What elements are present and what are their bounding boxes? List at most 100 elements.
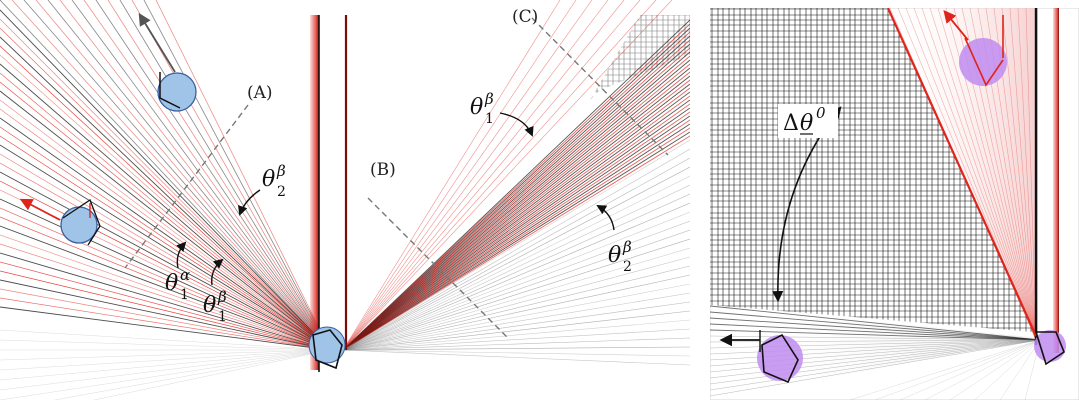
theta2-beta-upper-sub: 2 [277,184,286,200]
gray-ray [710,329,1041,341]
right-ray [342,139,690,351]
pink-ray [929,8,1037,341]
right-ray [342,349,690,357]
left-ray [0,36,331,351]
right-ray [342,211,690,351]
left-ray [131,0,331,351]
gray-ray [710,339,1041,397]
left-ray [0,108,331,351]
gray-ray [710,317,1041,341]
gray-ray [710,323,1041,341]
left-ray [47,0,331,351]
right-ray [342,115,690,351]
upper-left-particle [138,12,197,112]
pink-ray [1025,8,1037,341]
right-ray [342,107,690,351]
gray-ray [949,339,1041,400]
right-ray [342,31,690,351]
left-ray [0,63,331,351]
left-ray [0,0,331,351]
theta1-alpha-sub: 1 [180,287,189,303]
label-a: (A) [247,83,273,103]
left-panel: (A) (B) (C) θ β 2 θ α 1 θ β 1 θ β [0,0,690,400]
pink-ray [1009,8,1037,341]
right-ray [342,0,577,351]
left-ray [0,329,331,351]
left-ray [0,135,331,351]
left-ray [0,18,331,351]
theta1-beta-lower-sub: 1 [218,309,227,325]
left-ray [93,349,331,400]
right-ray [342,292,690,351]
right-ray [342,75,690,351]
left-ray [0,144,331,351]
right-panel: Δ θ 0 [710,8,1079,400]
theta2-beta-right-sub: 2 [623,259,632,275]
apex-polygon [312,329,343,370]
left-ray [0,9,331,351]
right-ray [342,319,690,351]
red-boundary-ray [886,8,1038,337]
right-ray [342,202,690,351]
pink-ray [937,8,1037,341]
right-ray [342,91,690,351]
left-ray [0,153,331,351]
left-ray [0,54,331,351]
theta1-beta-right-sub: 1 [485,111,494,127]
left-ray [0,27,331,351]
left-ray [0,288,331,351]
right-panel-red-wall [1053,8,1059,353]
left-ray [0,243,331,351]
apex-right-polygon [1034,331,1065,366]
left-ray [0,45,331,351]
theta1-beta-right-symbol: θ [470,95,483,120]
top-purple-particle [943,10,1007,87]
left-ray [83,0,331,351]
gray-ray [710,311,1041,341]
right-ray [342,274,690,351]
left-ray [119,0,331,351]
left-ray [0,349,331,361]
right-ray [342,55,690,351]
gray-ray [849,339,1041,400]
left-ray [143,0,331,351]
left-wall-gradient [310,15,319,370]
delta-symbol: Δ [783,111,799,136]
left-ray [0,162,331,351]
left-ray [11,0,331,351]
right-ray [342,27,690,351]
gray-ray [710,335,1041,341]
left-ray [0,117,331,351]
right-ray [342,310,690,351]
left-ray [0,216,331,351]
gray-ray [874,339,1041,400]
right-ray [342,39,690,351]
left-ray [0,198,331,351]
theta2-beta-upper-symbol: θ [262,167,275,192]
label-c: (C) [512,7,538,27]
lower-left-particle [19,198,101,246]
right-ray [342,99,690,351]
gray-ray [899,339,1041,400]
right-ray [342,193,690,351]
right-ray [342,67,690,351]
right-ray [342,79,690,351]
theta1-beta-lower-sup: β [217,288,227,306]
gray-ray [710,305,1041,341]
right-ray [342,63,690,351]
left-hatch-band [590,15,690,100]
annotation-theta1-alpha: θ α 1 [165,241,190,303]
pink-ray [1001,8,1037,341]
annotation-delta-theta0: Δ θ 0 [778,104,838,138]
left-ray [23,0,331,351]
right-ray [342,0,657,351]
right-ray [342,328,690,351]
gray-ray [999,339,1041,400]
left-ray [107,0,331,351]
right-ray [342,220,690,351]
label-b: (B) [370,160,396,180]
right-ray-fan [342,0,690,366]
right-ray [342,103,690,351]
left-ray [53,349,331,400]
